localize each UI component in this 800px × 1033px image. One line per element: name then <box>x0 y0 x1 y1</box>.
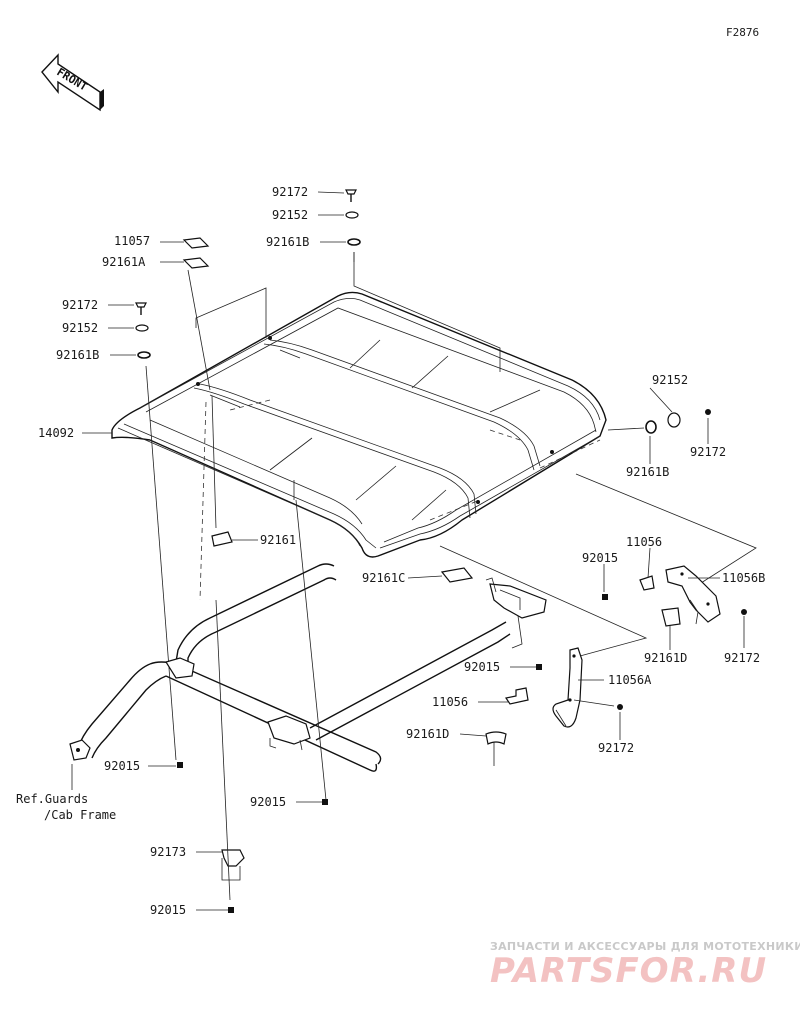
washer-icon <box>135 324 149 332</box>
callout-label: 92172 <box>724 651 760 665</box>
bolt-icon <box>705 409 711 415</box>
callout-label: 92161D <box>406 727 449 741</box>
nut-icon <box>177 762 183 768</box>
callout-label: 92161B <box>56 348 99 362</box>
cab-frame <box>69 563 547 772</box>
washer-icon <box>667 412 681 428</box>
ref-note-line2: /Cab Frame <box>44 808 116 822</box>
roof-leaders <box>145 252 757 761</box>
callout-label: 92015 <box>464 660 500 674</box>
figure-id: F2876 <box>726 26 759 39</box>
callout-label: 92161C <box>362 571 405 585</box>
callout-label: 92015 <box>150 903 186 917</box>
pad-icon <box>211 531 233 547</box>
callout-label: 92015 <box>250 795 286 809</box>
callout-label: 11056A <box>608 673 652 687</box>
clip-icon <box>639 575 655 591</box>
callout-label: 11056 <box>432 695 468 709</box>
callout-label: 14092 <box>38 426 74 440</box>
callout-label: 92161B <box>266 235 309 249</box>
watermark-brand: PARTSFOR.RU <box>490 951 767 991</box>
pad-icon <box>182 257 210 269</box>
washer-icon <box>137 351 151 359</box>
ref-note-line1: Ref.Guards <box>16 792 88 806</box>
callout-leaders <box>71 191 745 911</box>
watermark-subtitle: ЗАПЧАСТИ И АКСЕССУАРЫ ДЛЯ МОТОТЕХНИКИ <box>490 940 800 953</box>
bolt-icon <box>741 609 747 615</box>
bolt-icon <box>135 302 147 315</box>
callout-label: 92172 <box>272 185 308 199</box>
pad-icon <box>440 567 474 583</box>
callout-label: 92152 <box>652 373 688 387</box>
callout-label: 11057 <box>114 234 150 248</box>
roof-panel <box>111 291 607 558</box>
callout-label: 92152 <box>272 208 308 222</box>
callout-label: 92015 <box>104 759 140 773</box>
front-arrow-icon: FRONT <box>41 53 104 112</box>
callout-label: 92173 <box>150 845 186 859</box>
bolt-icon <box>617 704 623 710</box>
pad-icon <box>485 731 507 745</box>
callout-label: 92161B <box>626 465 669 479</box>
callout-label: 11056 <box>626 535 662 549</box>
callout-label: 92172 <box>598 741 634 755</box>
bracket-11056a <box>552 647 583 728</box>
callout-labels: 92172 92152 92161B 11057 92161A 92172 92… <box>38 185 765 917</box>
nut-icon <box>602 594 608 600</box>
clip-icon <box>505 687 529 705</box>
bolt-icon <box>345 189 357 202</box>
clamp-icon <box>221 849 245 867</box>
callout-label: 92161D <box>644 651 687 665</box>
nut-icon <box>536 664 542 670</box>
hardware-parts <box>135 189 747 913</box>
callout-label: 11056B <box>722 571 765 585</box>
nut-icon <box>322 799 328 805</box>
callout-label: 92152 <box>62 321 98 335</box>
washer-icon <box>645 420 657 434</box>
washer-icon <box>347 238 361 246</box>
nut-icon <box>228 907 234 913</box>
callout-label: 92172 <box>62 298 98 312</box>
washer-icon <box>345 211 359 219</box>
watermark: ЗАПЧАСТИ И АКСЕССУАРЫ ДЛЯ МОТОТЕХНИКИ PA… <box>490 940 800 991</box>
bracket-11056b <box>665 565 721 625</box>
clip-icon <box>182 237 210 249</box>
callout-label: 92015 <box>582 551 618 565</box>
callout-label: 92161 <box>260 533 296 547</box>
pad-icon <box>661 607 681 627</box>
callout-label: 92172 <box>690 445 726 459</box>
callout-label: 92161A <box>102 255 146 269</box>
